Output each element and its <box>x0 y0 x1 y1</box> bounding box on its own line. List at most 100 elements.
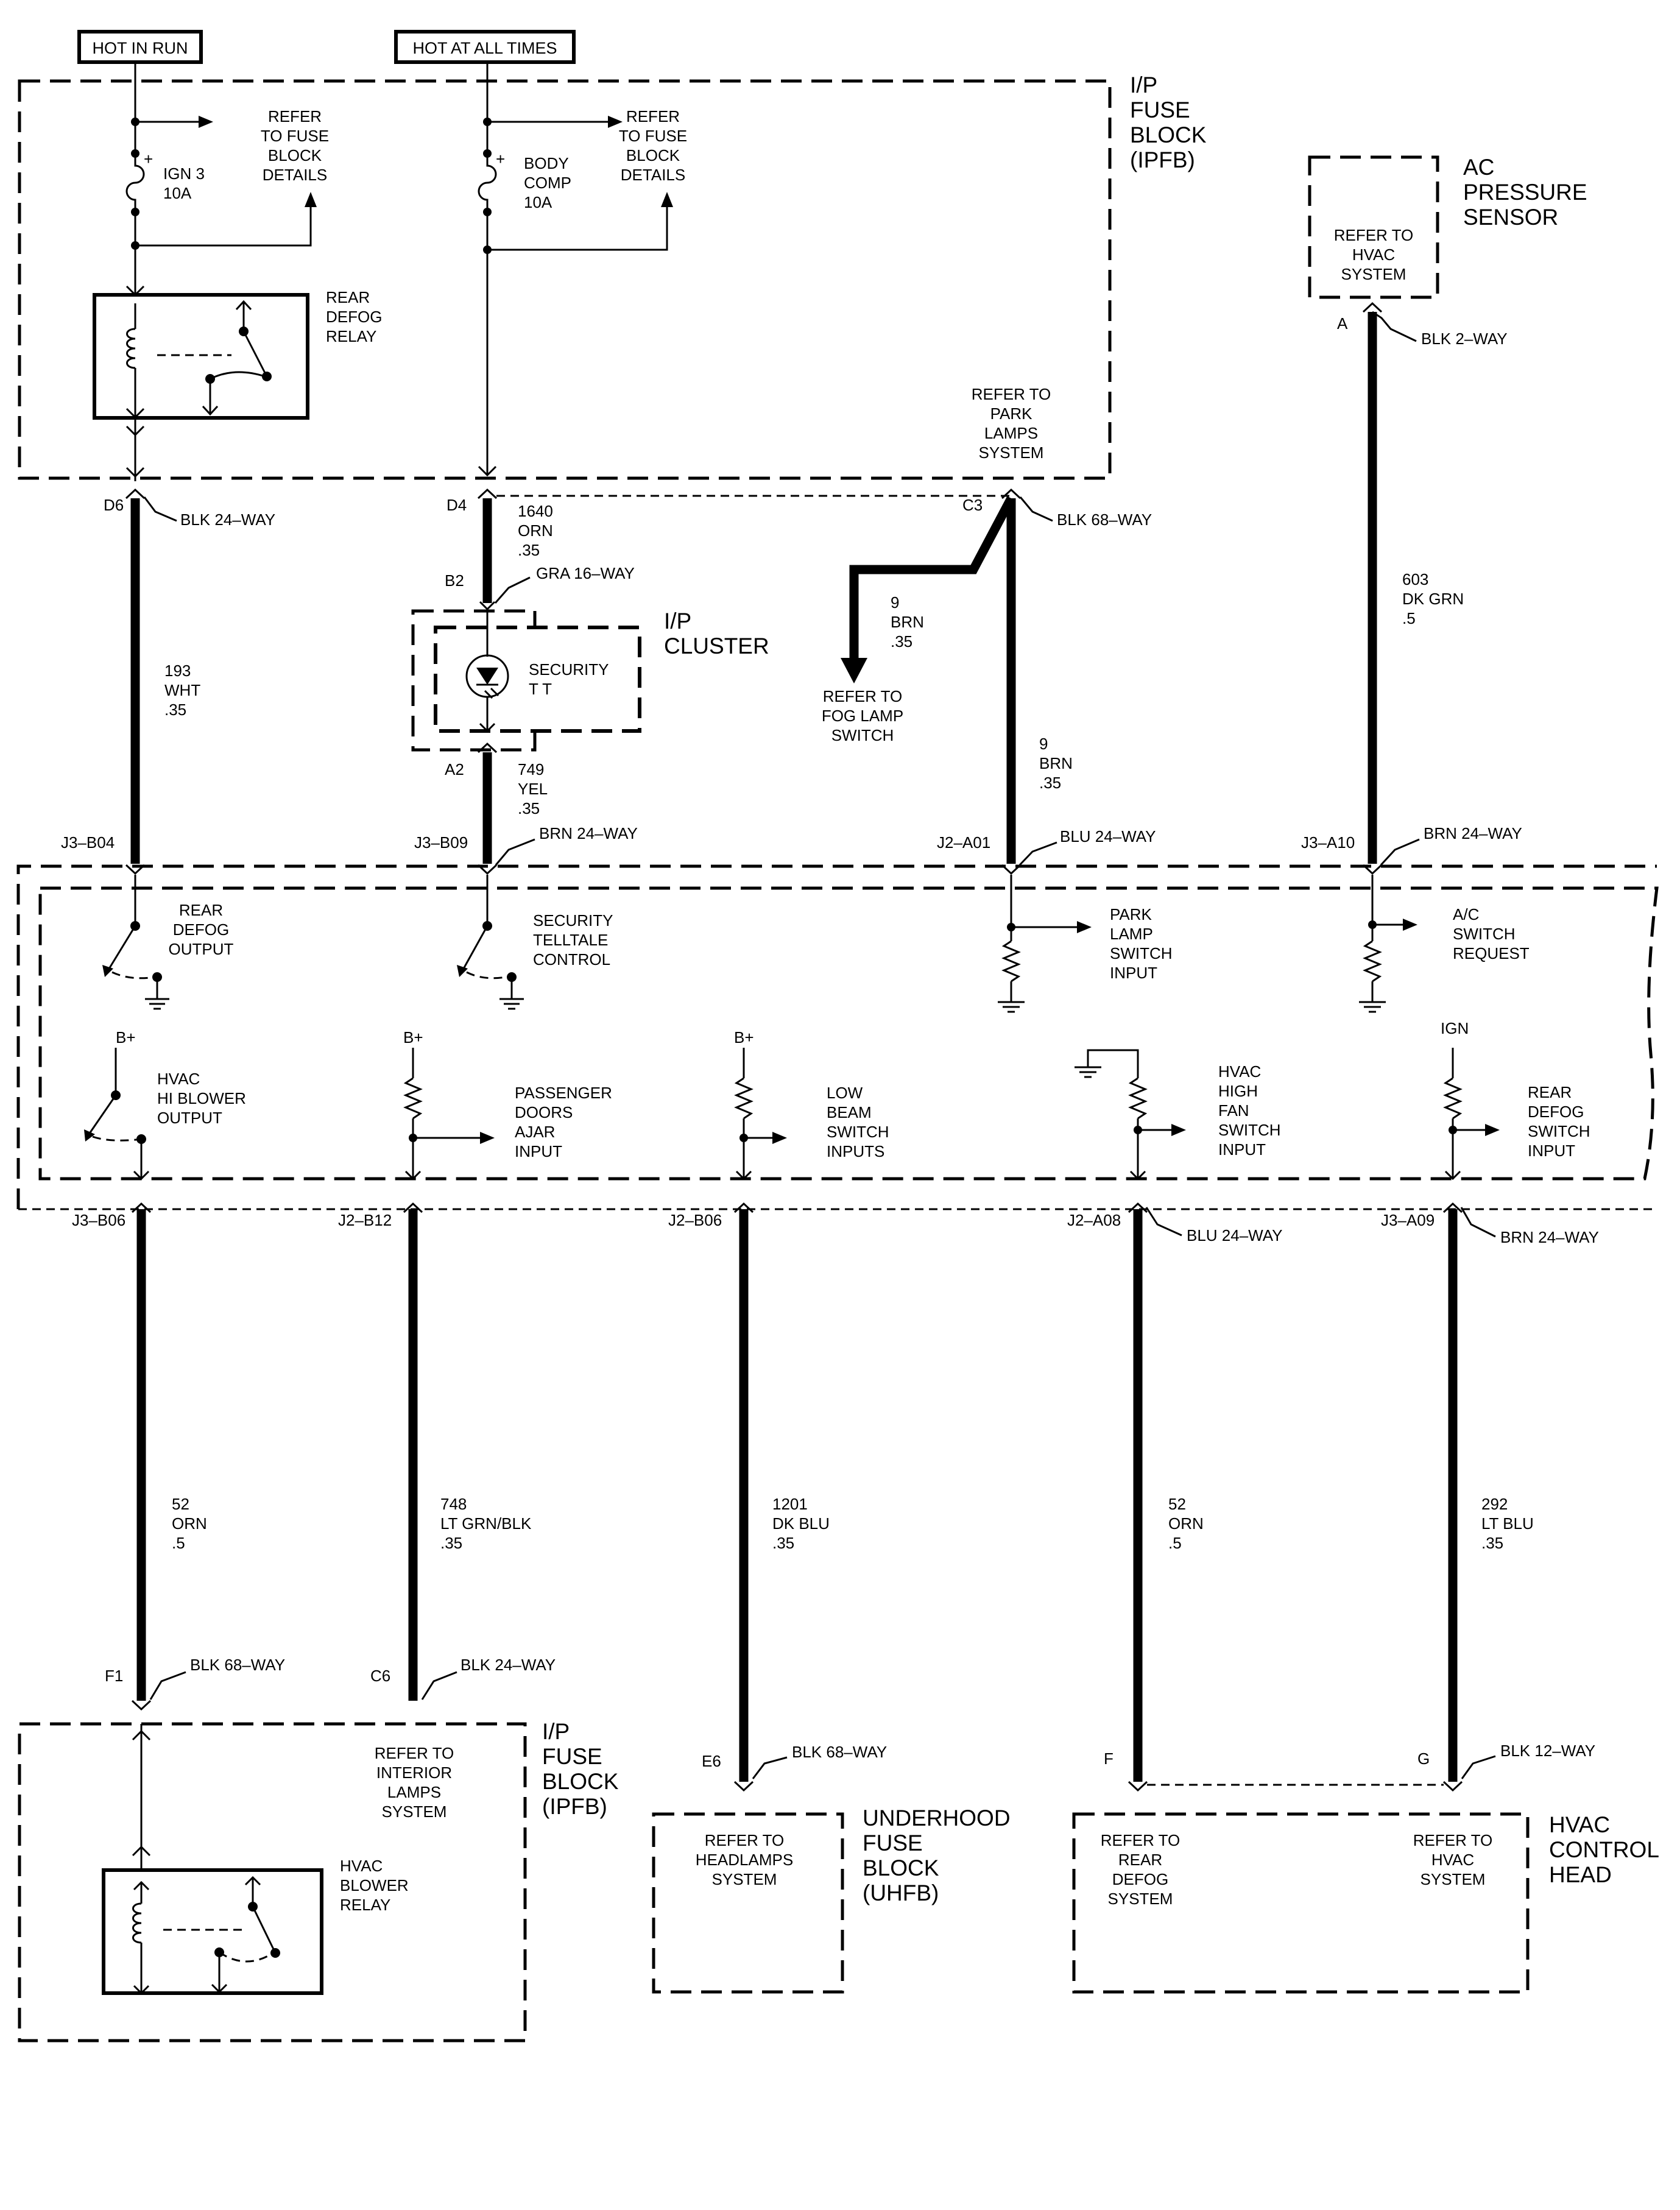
svg-text:I/P: I/P <box>542 1719 570 1744</box>
svg-text:603: 603 <box>1402 570 1428 588</box>
svg-text:LAMPS: LAMPS <box>984 424 1038 442</box>
pin-a2: A2 <box>445 760 464 778</box>
svg-text:DEFOG: DEFOG <box>326 308 382 326</box>
svg-text:I/P: I/P <box>664 609 691 634</box>
svg-text:REAR: REAR <box>179 901 223 919</box>
svg-text:BLOCK: BLOCK <box>1130 122 1207 147</box>
svg-text:DEFOG: DEFOG <box>1112 1870 1168 1888</box>
rear-defog-relay-label: REAR DEFOG RELAY <box>326 288 382 345</box>
wire-52-b-label: 52 ORN .5 <box>1168 1495 1204 1552</box>
ipfb-top-box <box>18 79 1112 480</box>
passenger-doors-input-icon: B+ <box>403 1028 495 1181</box>
svg-text:HVAC: HVAC <box>1549 1812 1610 1837</box>
svg-text:INTERIOR: INTERIOR <box>376 1763 452 1782</box>
ac-switch-request-icon <box>1359 875 1417 1013</box>
pin-j2-b12: J2–B12 <box>338 1211 392 1229</box>
ac-sensor-connector: BLK 2–WAY <box>1421 330 1508 348</box>
svg-text:SYSTEM: SYSTEM <box>382 1802 447 1821</box>
hvac-blower-relay-icon <box>102 1724 323 1995</box>
svg-text:T T: T T <box>529 680 552 698</box>
pin-b2: B2 <box>445 571 464 590</box>
svg-text:FAN: FAN <box>1218 1101 1249 1120</box>
svg-text:HEADLAMPS: HEADLAMPS <box>696 1851 793 1869</box>
svg-text:B+: B+ <box>116 1028 136 1047</box>
svg-text:TO FUSE: TO FUSE <box>261 127 329 145</box>
svg-text:REAR: REAR <box>1528 1083 1572 1101</box>
svg-text:DEFOG: DEFOG <box>173 920 229 939</box>
header-hot-at-all-times-label: HOT AT ALL TIMES <box>412 39 557 57</box>
svg-text:BRN: BRN <box>891 613 924 631</box>
svg-text:BLOCK: BLOCK <box>626 146 680 164</box>
svg-text:DOORS: DOORS <box>515 1103 573 1121</box>
ac-pressure-sensor-box <box>1308 155 1439 299</box>
conn-j3-a09: BRN 24–WAY <box>1500 1228 1599 1246</box>
svg-text:REAR: REAR <box>1118 1851 1162 1869</box>
svg-text:.35: .35 <box>518 799 540 817</box>
svg-text:193: 193 <box>164 662 191 680</box>
svg-text:I/P: I/P <box>1130 72 1157 97</box>
conn-d6: BLK 24–WAY <box>180 510 275 529</box>
conn-g: BLK 12–WAY <box>1500 1742 1595 1760</box>
pin-j2-a08: J2–A08 <box>1067 1211 1121 1229</box>
wire-292-label: 292 LT BLU .35 <box>1481 1495 1534 1552</box>
svg-text:ORN: ORN <box>1168 1514 1204 1533</box>
wire-1201-label: 1201 DK BLU .35 <box>772 1495 830 1552</box>
pin-j3-a10: J3–A10 <box>1301 833 1355 852</box>
refer-fuse-details-2: REFER TO FUSE BLOCK DETAILS <box>619 107 687 184</box>
security-lamp-icon <box>465 610 509 733</box>
svg-text:SYSTEM: SYSTEM <box>1421 1870 1486 1888</box>
wire-9-fog-label: 9 BRN .35 <box>891 593 924 651</box>
park-lamp-input-label: PARK LAMP SWITCH INPUT <box>1110 905 1173 982</box>
svg-text:SECURITY: SECURITY <box>529 660 609 679</box>
svg-text:.35: .35 <box>772 1534 794 1552</box>
svg-text:AC: AC <box>1463 155 1494 180</box>
conn-f1: BLK 68–WAY <box>190 1656 285 1674</box>
conn-j2-a08: BLU 24–WAY <box>1187 1226 1283 1244</box>
ac-pressure-sensor-title: AC PRESSURE SENSOR <box>1463 155 1587 230</box>
svg-text:DEFOG: DEFOG <box>1528 1103 1584 1121</box>
svg-text:748: 748 <box>440 1495 467 1513</box>
svg-text:+: + <box>496 150 505 168</box>
wire-193 <box>125 488 146 864</box>
pin-c3: C3 <box>962 496 983 514</box>
svg-text:BLOWER: BLOWER <box>340 1876 409 1894</box>
rear-defog-relay-icon <box>93 245 309 420</box>
svg-text:INPUT: INPUT <box>515 1142 562 1160</box>
hvac-hi-blower-label: HVAC HI BLOWER OUTPUT <box>157 1070 246 1127</box>
svg-text:SWITCH: SWITCH <box>1453 925 1516 943</box>
svg-text:REFER TO: REFER TO <box>705 1831 785 1849</box>
pin-e6: E6 <box>702 1752 721 1770</box>
security-telltale-label: SECURITY TELLTALE CONTROL <box>533 911 613 969</box>
conn-j3-a10: BRN 24–WAY <box>1424 824 1522 842</box>
svg-text:ORN: ORN <box>518 521 553 540</box>
fuse-body-comp-icon <box>478 154 497 212</box>
ip-cluster-title: I/P CLUSTER <box>664 609 769 658</box>
rear-defog-switch-label: REAR DEFOG SWITCH INPUT <box>1528 1083 1590 1160</box>
svg-text:FUSE: FUSE <box>1130 97 1190 122</box>
conn-j2-a01: BLU 24–WAY <box>1060 827 1156 846</box>
pin-j2-b06: J2–B06 <box>668 1211 722 1229</box>
wire-1201 <box>733 1202 754 1782</box>
svg-text:BLOCK: BLOCK <box>268 146 322 164</box>
fuse-ign3-icon <box>125 154 145 212</box>
svg-text:BLOCK: BLOCK <box>863 1855 939 1880</box>
uhfb-refer: REFER TO HEADLAMPS SYSTEM <box>696 1831 793 1888</box>
svg-text:IGN 3: IGN 3 <box>163 164 205 183</box>
svg-text:FUSE: FUSE <box>542 1744 602 1769</box>
svg-text:TELLTALE: TELLTALE <box>533 931 608 949</box>
svg-text:PARK: PARK <box>990 404 1033 423</box>
svg-text:LAMPS: LAMPS <box>387 1783 441 1801</box>
svg-text:SYSTEM: SYSTEM <box>979 443 1044 462</box>
ac-sensor-pin: A <box>1337 314 1348 333</box>
ac-switch-request-label: A/C SWITCH REQUEST <box>1453 905 1530 962</box>
wire-52-a-label: 52 ORN .5 <box>172 1495 207 1552</box>
svg-text:SWITCH: SWITCH <box>1218 1121 1281 1139</box>
svg-text:REFER TO: REFER TO <box>823 687 903 705</box>
svg-text:SYSTEM: SYSTEM <box>1108 1890 1173 1908</box>
wire-603-label: 603 DK GRN .5 <box>1402 570 1464 627</box>
svg-text:B+: B+ <box>403 1028 423 1047</box>
svg-text:AJAR: AJAR <box>515 1123 555 1141</box>
bcm-inner-box <box>38 886 1659 1181</box>
wire-193-label: 193 WHT .35 <box>164 662 200 719</box>
